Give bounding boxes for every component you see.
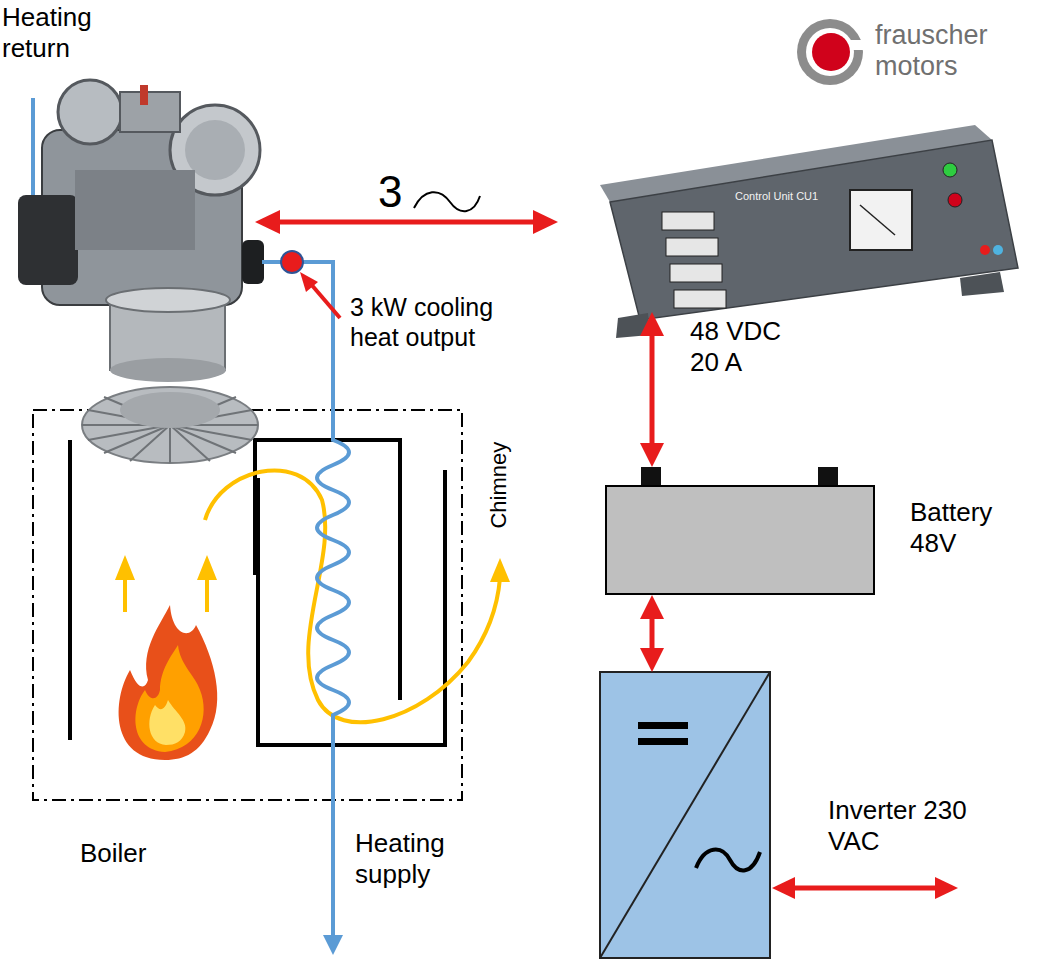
coolant-pipe	[262, 262, 349, 938]
boiler-box: Boiler	[33, 410, 462, 800]
engine-generator-part	[75, 170, 195, 250]
connector-line	[650, 332, 655, 447]
boiler-baffles-part	[68, 440, 72, 740]
chimney-label: Chimney	[486, 438, 512, 533]
three-phase-arrow	[255, 192, 558, 234]
edge-label: 48 VDC 20 A	[690, 316, 800, 378]
engine-generator-part	[18, 195, 78, 285]
logo-mark-part	[806, 28, 854, 76]
hot-gas-arrows-part	[123, 575, 127, 612]
heat-output-arrow-part	[310, 283, 340, 318]
logo-mark-part	[797, 19, 863, 85]
inverter-symbol	[600, 672, 770, 958]
engine-generator-part-part	[170, 425, 236, 453]
hot-gas-arrows	[115, 555, 217, 612]
control-unit-panel-part	[674, 290, 726, 308]
logo-mark-part	[812, 33, 850, 71]
connector-line	[650, 615, 655, 652]
engine-generator-part	[120, 392, 220, 428]
arrowhead	[640, 443, 664, 467]
engine-generator-part-part	[169, 425, 171, 463]
engine-generator-part	[106, 288, 230, 312]
three-phase-arrow-part	[275, 220, 540, 225]
battery-terminals-part	[818, 467, 838, 485]
connector-arrow	[640, 312, 664, 467]
arrowhead	[640, 595, 664, 619]
node-label: Inverter 230 VAC	[828, 795, 978, 857]
control-unit-panel-part	[980, 245, 990, 255]
boiler-outline	[33, 410, 462, 800]
engine-generator-part-part	[170, 425, 210, 461]
phase-count: 3	[378, 170, 418, 214]
engine-generator-part	[82, 387, 258, 463]
flue-gas-path-part	[205, 470, 500, 722]
control-unit-panel-part	[666, 238, 718, 256]
flame-part	[149, 700, 185, 745]
control-unit-panel-part	[960, 272, 1004, 296]
engine-generator-part	[120, 92, 180, 132]
flue-gas-path-part	[490, 558, 510, 582]
control-unit-panel-part	[993, 245, 1003, 255]
node-label: Control Unit CU1	[735, 190, 865, 203]
hot-gas-arrows-part	[115, 555, 135, 580]
control-unit: Control Unit CU1	[600, 140, 1020, 312]
inverter-symbol-part	[696, 850, 760, 871]
inverter-symbol-part	[600, 672, 770, 958]
node-label: Battery 48V	[910, 497, 1025, 559]
three-phase-arrow-part	[414, 192, 480, 211]
ac-arrow-part	[772, 877, 795, 899]
heat-output-arrow-part	[300, 272, 318, 292]
control-unit-panel	[600, 125, 1018, 338]
heat-meter-dot	[281, 251, 303, 273]
arrowhead	[640, 312, 664, 336]
heat-output-arrow	[300, 272, 340, 318]
return-arrow-part	[31, 98, 35, 202]
inverter-box: Inverter 230 VAC	[600, 672, 770, 958]
control-unit-panel-part	[860, 205, 895, 235]
battery-terminals	[641, 467, 838, 485]
hot-gas-arrows-part	[205, 575, 209, 612]
flame-part	[119, 605, 218, 760]
heat-output-label: 3 kW cooling heat output	[350, 292, 540, 352]
engine-generator-part	[58, 80, 122, 144]
engine-generator-part	[242, 240, 264, 284]
ac-arrow	[772, 877, 958, 899]
battery-terminals-part	[641, 467, 661, 485]
logo-text: frauscher motors	[875, 20, 1025, 82]
control-unit-panel-part	[943, 163, 957, 177]
control-unit-panel-part	[662, 212, 714, 230]
boiler-outline-part	[33, 410, 462, 800]
three-phase-arrow-part	[533, 210, 558, 234]
engine-generator	[18, 80, 264, 463]
control-unit-panel-part	[610, 140, 1018, 320]
inverter-symbol-part	[638, 722, 688, 729]
arrowhead	[640, 648, 664, 672]
hot-gas-arrows-part	[197, 555, 217, 580]
connector-arrow	[640, 595, 664, 672]
coolant-pipe-part	[262, 262, 349, 938]
logo-mark	[797, 19, 866, 85]
inverter-symbol-part	[638, 738, 688, 745]
flow-label: Heating return	[2, 2, 142, 64]
three-phase-arrow-part	[255, 210, 280, 234]
engine-generator-part	[110, 358, 226, 382]
flow-label: Heating supply	[355, 828, 495, 890]
battery-box: Battery 48V	[605, 485, 875, 595]
control-unit-panel-part	[850, 190, 912, 250]
control-unit-panel-part	[670, 264, 722, 282]
inverter-symbol-part	[600, 672, 770, 958]
ac-arrow-part	[790, 886, 940, 891]
boiler-baffles-part	[255, 440, 400, 700]
flue-gas-path	[205, 470, 510, 722]
engine-generator-part-part	[104, 425, 170, 453]
node-label: Boiler	[80, 838, 200, 869]
ac-arrow-part	[935, 877, 958, 899]
engine-generator-part	[140, 85, 148, 105]
flame	[119, 605, 218, 760]
flame-part	[135, 645, 203, 752]
control-unit-panel-part	[948, 193, 962, 207]
supply-arrowhead	[323, 935, 343, 955]
